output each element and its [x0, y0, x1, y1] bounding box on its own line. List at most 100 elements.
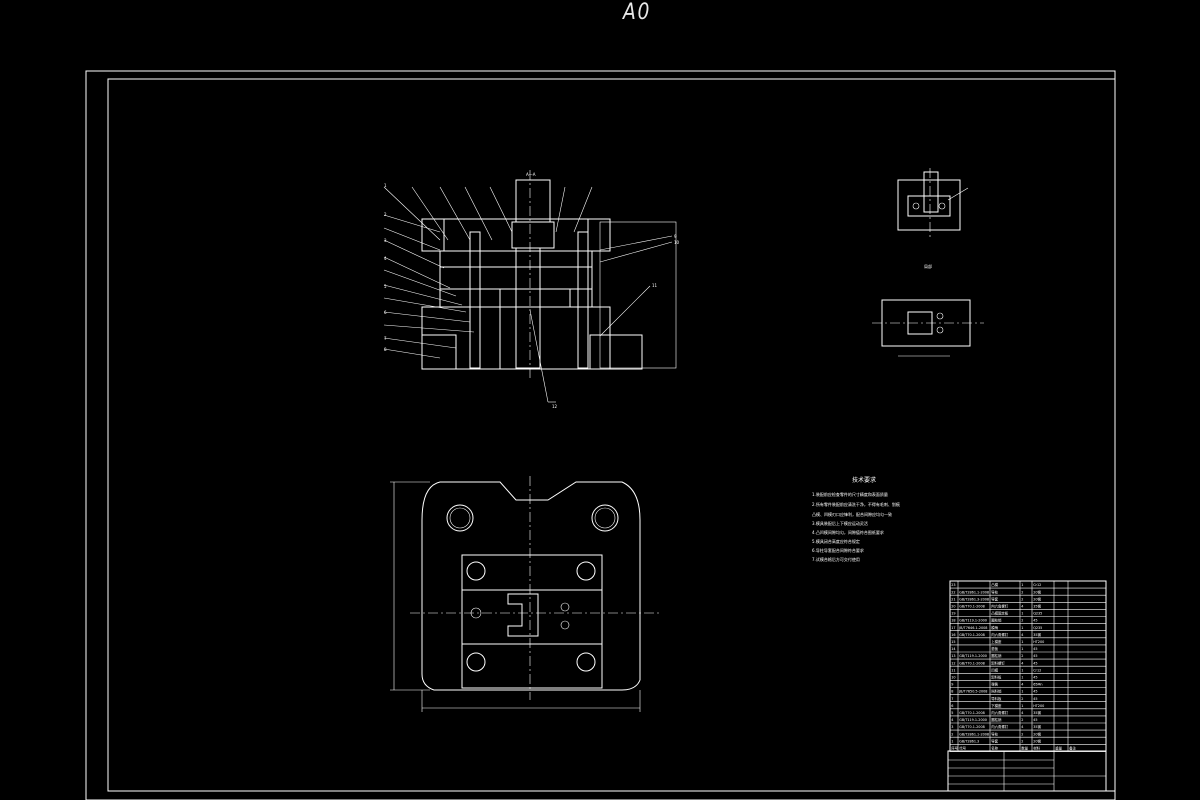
parts-cell-code: GB/T70.1-2008 [959, 711, 985, 715]
parts-cell-name: 弹簧 [991, 682, 998, 687]
parts-cell-no: 17 [951, 626, 955, 630]
svg-text:4: 4 [384, 256, 387, 261]
detail-label: 局部 [924, 263, 932, 269]
parts-cell-no: 21 [951, 597, 955, 601]
parts-cell-no: 22 [951, 590, 955, 594]
parts-cell-qty: 1 [1021, 640, 1023, 644]
parts-cell-no: 12 [951, 661, 955, 665]
svg-text:8: 8 [384, 347, 387, 352]
parts-header-note: 备注 [1069, 746, 1076, 751]
parts-cell-qty: 1 [1021, 626, 1023, 630]
parts-cell-name: 导柱 [991, 589, 998, 594]
parts-cell-code: GB/T2861.1-2008 [959, 732, 989, 736]
parts-cell-code: JB/T7646.1-2008 [958, 626, 987, 630]
parts-cell-name: 内六角螺钉 [991, 604, 1009, 609]
parts-cell-name: 凸模固定板 [991, 611, 1009, 616]
parts-cell-no: 7 [951, 697, 953, 701]
svg-text:7: 7 [384, 336, 387, 341]
parts-cell-material: 45 [1033, 619, 1037, 623]
parts-cell-no: 15 [951, 640, 955, 644]
parts-cell-qty: 4 [1021, 711, 1023, 715]
parts-cell-no: 8 [951, 690, 953, 694]
parts-cell-name: 凹模 [991, 667, 998, 672]
parts-cell-name: 导料板 [991, 696, 1002, 701]
plan-view [390, 476, 660, 712]
parts-cell-name: 导套 [991, 596, 998, 601]
parts-cell-code: GB/T70.1-2008 [959, 725, 985, 729]
parts-cell-qty: 4 [1021, 683, 1023, 687]
tech-req-line: 7.试模合格后方可交付使用 [812, 556, 860, 562]
parts-cell-material: 45 [1033, 647, 1037, 651]
parts-cell-material: Cr12 [1033, 668, 1041, 672]
parts-cell-code: GB/T70.1-2008 [959, 633, 985, 637]
parts-cell-name: 内六角螺钉 [991, 632, 1009, 637]
detail-view-side [872, 299, 984, 357]
parts-header-material: 材料 [1033, 746, 1040, 751]
parts-cell-material: Q235 [1033, 612, 1042, 616]
parts-cell-material: 45 [1033, 661, 1037, 665]
parts-cell-code: GB/T70.1-2008 [959, 661, 985, 665]
parts-cell-material: HT200 [1033, 704, 1044, 708]
svg-text:5: 5 [384, 284, 387, 289]
parts-cell-material: HT200 [1033, 640, 1044, 644]
parts-cell-qty: 4 [1021, 633, 1023, 637]
svg-text:6: 6 [384, 310, 387, 315]
parts-cell-qty: 4 [1021, 725, 1023, 729]
parts-cell-name: 模柄 [991, 625, 998, 630]
parts-cell-name: 圆柱销 [991, 618, 1002, 623]
parts-cell-code: GB/T2861.1-2008 [959, 590, 989, 594]
parts-cell-qty: 2 [1021, 597, 1023, 601]
parts-cell-qty: 2 [1021, 654, 1023, 658]
parts-cell-material: 20钢 [1033, 738, 1041, 743]
parts-cell-material: 35钢 [1033, 604, 1041, 609]
parts-cell-no: 19 [951, 612, 955, 616]
parts-cell-qty: 4 [1021, 661, 1023, 665]
svg-text:9: 9 [674, 234, 677, 239]
parts-header-no: 序号 [951, 746, 958, 751]
parts-cell-code: GB/T119.1-2000 [959, 619, 987, 623]
parts-cell-material: 45 [1033, 654, 1037, 658]
parts-cell-no: 20 [951, 605, 955, 609]
parts-cell-name: 上模座 [991, 639, 1002, 644]
parts-cell-material: 65Mn [1033, 683, 1042, 687]
parts-cell-name: 内六角螺钉 [991, 724, 1009, 729]
parts-cell-material: 20钢 [1033, 589, 1041, 594]
parts-cell-no: 6 [951, 704, 953, 708]
svg-text:1: 1 [384, 183, 387, 188]
svg-text:3: 3 [384, 238, 387, 243]
parts-cell-material: Q235 [1033, 626, 1042, 630]
parts-cell-code: GB/T2861.3 [959, 739, 979, 743]
parts-cell-no: 13 [951, 654, 955, 658]
svg-text:12: 12 [552, 404, 558, 409]
parts-cell-material: 20钢 [1033, 596, 1041, 601]
parts-cell-no: 18 [951, 619, 955, 623]
parts-cell-qty: 2 [1021, 732, 1023, 736]
tech-req-line: 6.导柱导套配合间隙符合要求 [812, 547, 864, 553]
svg-text:10: 10 [674, 240, 680, 245]
parts-cell-no: 5 [951, 711, 953, 715]
parts-cell-qty: 1 [1021, 668, 1023, 672]
parts-cell-material: 35钢 [1033, 724, 1041, 729]
tech-req-line: 2.所有零件装配前应清洗干净，不得有毛刺、划痕 [812, 501, 900, 507]
parts-cell-material: 20钢 [1033, 731, 1041, 736]
tech-req-line: 凸模、凹模刃口应锋利，配合间隙应均匀一致 [812, 511, 892, 517]
technical-requirements: 技术要求 1.装配前应检查零件的尺寸精度和表面质量 2.所有零件装配前应清洗干净… [812, 476, 900, 562]
parts-cell-name: 圆柱销 [991, 717, 1002, 722]
parts-cell-material: 45 [1033, 697, 1037, 701]
parts-cell-name: 挡料销 [991, 689, 1002, 694]
parts-cell-material: 35钢 [1033, 710, 1041, 715]
parts-cell-qty: 2 [1021, 739, 1023, 743]
parts-cell-qty: 1 [1021, 612, 1023, 616]
parts-cell-qty: 1 [1021, 676, 1023, 680]
parts-header-code: 代号 [959, 746, 966, 751]
tech-req-line: 5.模具闭合高度应符合规定 [812, 538, 860, 544]
parts-cell-name: 内六角螺钉 [991, 710, 1009, 715]
tech-req-line: 4.凸凹模间隙均匀，间隙值符合图纸要求 [812, 529, 884, 535]
parts-cell-material: 45 [1033, 690, 1037, 694]
parts-cell-name: 卸料板 [991, 675, 1002, 680]
parts-cell-code: GB/T2861.3-2008 [959, 597, 989, 601]
parts-cell-qty: 2 [1021, 619, 1023, 623]
parts-cell-material: Cr12 [1033, 583, 1041, 587]
